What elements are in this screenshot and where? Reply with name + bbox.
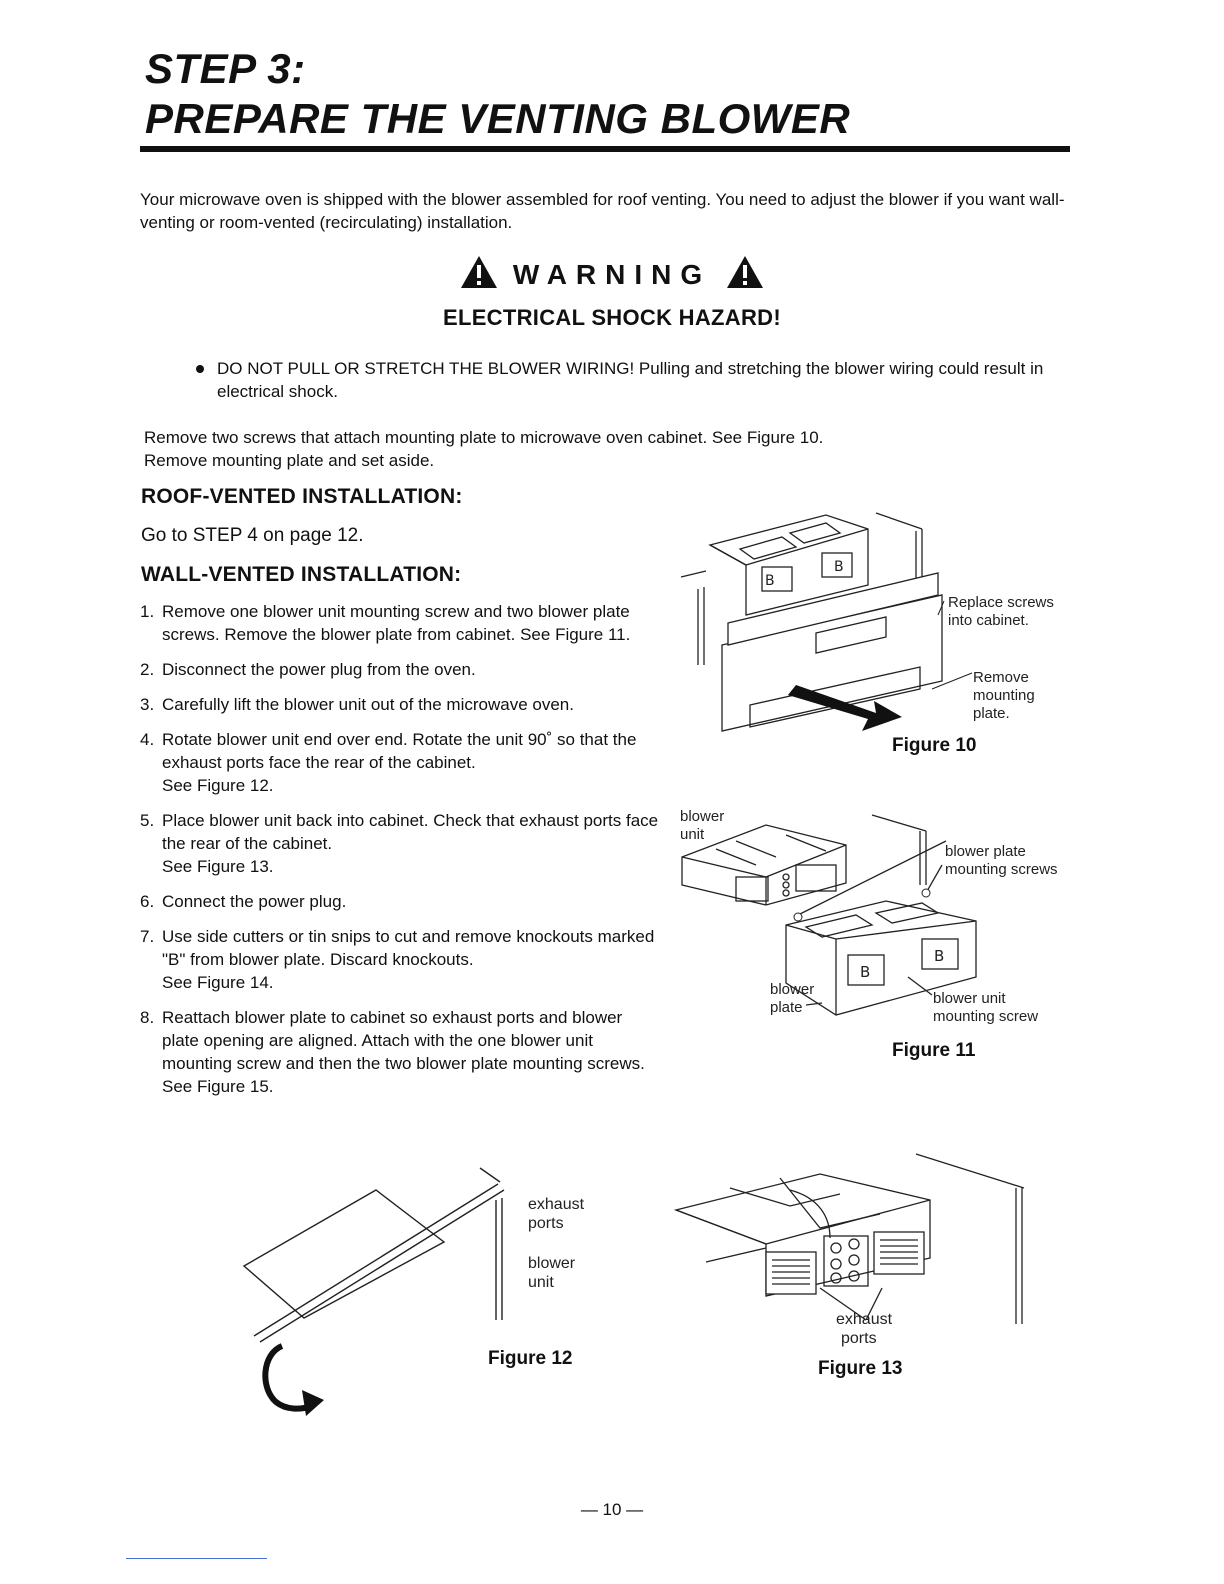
fig10-label-remove-3: plate.	[973, 705, 1010, 722]
page-number: — 10 —	[580, 1500, 644, 1519]
step-number: STEP 3:	[145, 45, 306, 92]
fig11-label-plate-1: blower	[770, 981, 815, 998]
fig11-label-screws-1: blower plate	[945, 843, 1026, 860]
fig12-label-unit-2: unit	[528, 1274, 554, 1291]
figure-13-caption: Figure 13	[818, 1358, 903, 1379]
svg-text:B: B	[834, 559, 844, 575]
fig10-label-replace-1: Replace screws	[948, 594, 1054, 611]
fig11-label-plate-2: plate	[770, 999, 803, 1016]
figure-10-drawing: B B	[680, 512, 973, 732]
warning-banner: WARNING	[0, 255, 1224, 294]
list-item: 6.Connect the power plug.	[140, 892, 347, 911]
warning-bullet: DO NOT PULL OR STRETCH THE BLOWER WIRING…	[196, 357, 1076, 403]
title-rule	[140, 146, 1070, 152]
fig12-label-unit-1: blower	[528, 1255, 576, 1272]
fig13-label-exhaust-1: exhaust	[836, 1311, 893, 1328]
fig10-label-remove-1: Remove	[973, 669, 1029, 686]
wall-heading: WALL-VENTED INSTALLATION:	[141, 563, 462, 586]
figure-12-caption: Figure 12	[488, 1348, 573, 1369]
fig11-label-mount-2: mounting screw	[933, 1008, 1039, 1025]
fig10-label-remove-2: mounting	[973, 687, 1035, 704]
list-item: 4.Rotate blower unit end over end. Rotat…	[140, 730, 637, 795]
list-item: 5.Place blower unit back into cabinet. C…	[140, 811, 659, 876]
bullet-icon	[196, 365, 204, 373]
remove-line-1: Remove two screws that attach mounting p…	[144, 428, 824, 447]
fig12-label-exhaust-1: exhaust	[528, 1196, 585, 1213]
list-item: 8.Reattach blower plate to cabinet so ex…	[140, 1008, 645, 1096]
fig11-label-mount-1: blower unit	[933, 990, 1006, 1007]
list-item: 1.Remove one blower unit mounting screw …	[140, 602, 631, 644]
footer-divider	[126, 1558, 267, 1559]
roof-heading: ROOF-VENTED INSTALLATION:	[141, 485, 463, 508]
figure-12-drawing	[242, 1167, 505, 1416]
warning-triangle-icon	[726, 255, 764, 294]
svg-text:B: B	[934, 947, 944, 965]
roof-text: Go to STEP 4 on page 12.	[141, 525, 364, 546]
intro-paragraph: Your microwave oven is shipped with the …	[140, 190, 1065, 232]
warning-word: WARNING	[512, 258, 712, 290]
wall-steps-list: 1.Remove one blower unit mounting screw …	[140, 600, 660, 1110]
list-item: 7.Use side cutters or tin snips to cut a…	[140, 927, 655, 992]
svg-text:B: B	[765, 573, 775, 589]
list-item: 2.Disconnect the power plug from the ove…	[140, 660, 476, 679]
warning-triangle-icon	[460, 255, 498, 294]
fig11-label-screws-2: mounting screws	[945, 861, 1058, 878]
fig13-label-exhaust-2: ports	[841, 1330, 877, 1347]
fig10-label-replace-2: into cabinet.	[948, 612, 1029, 629]
figure-11-caption: Figure 11	[892, 1040, 976, 1061]
page-title: PREPARE THE VENTING BLOWER	[145, 95, 851, 142]
fig11-label-unit-2: unit	[680, 826, 705, 843]
hazard-heading: ELECTRICAL SHOCK HAZARD!	[442, 305, 781, 330]
figure-10-caption: Figure 10	[892, 735, 977, 756]
list-item: 3.Carefully lift the blower unit out of …	[140, 695, 574, 714]
svg-text:B: B	[860, 963, 870, 981]
fig11-label-unit-1: blower	[680, 808, 725, 825]
remove-line-2: Remove mounting plate and set aside.	[144, 451, 435, 470]
fig12-label-exhaust-2: ports	[528, 1215, 564, 1232]
warning-bullet-text: DO NOT PULL OR STRETCH THE BLOWER WIRING…	[217, 359, 1044, 401]
figure-11-drawing: B B	[681, 814, 977, 1016]
figure-13-drawing	[673, 1153, 1025, 1324]
